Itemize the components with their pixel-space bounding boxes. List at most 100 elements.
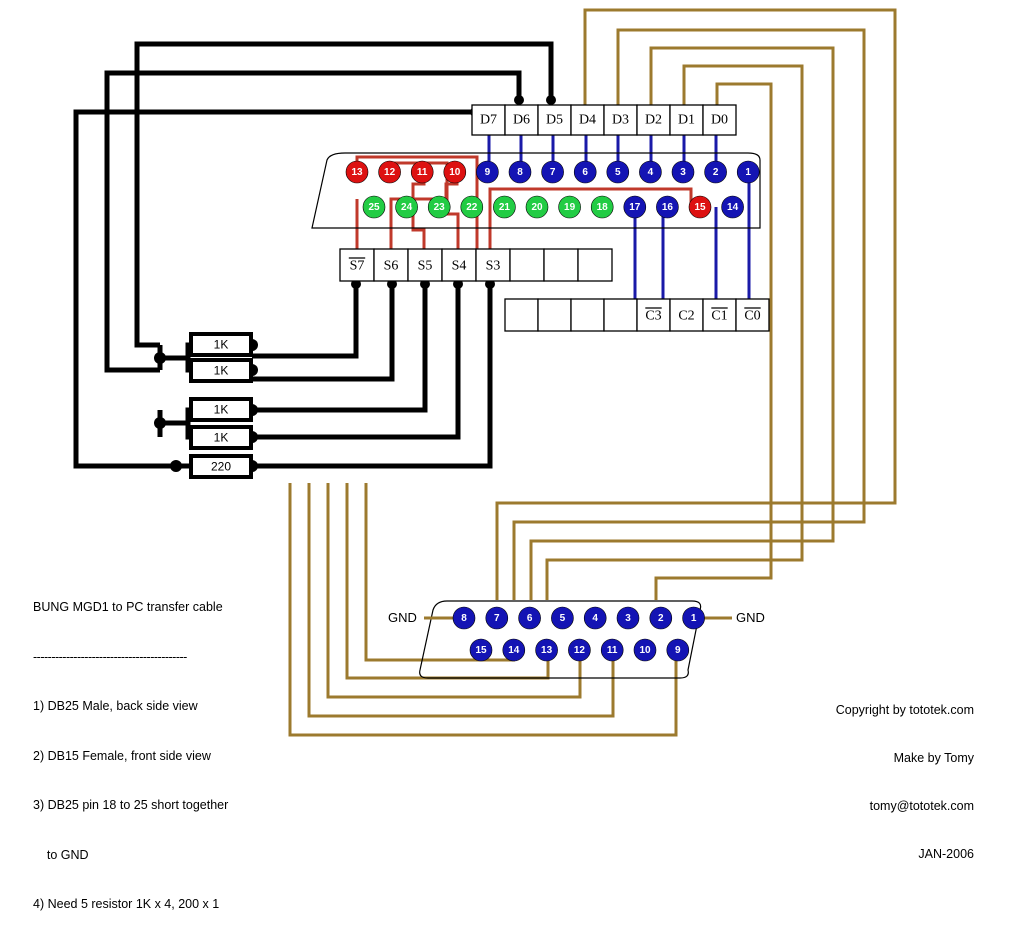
svg-text:D0: D0: [711, 113, 728, 128]
svg-text:12: 12: [574, 645, 586, 656]
svg-text:D4: D4: [579, 113, 596, 128]
legend-line-1: 1) DB25 Male, back side view: [33, 699, 198, 713]
resistor-bodies: [189, 332, 253, 479]
db15-pin-12[interactable]: 12: [568, 638, 591, 662]
db25-pin-3[interactable]: 3: [671, 160, 695, 184]
db25-pin-25[interactable]: 25: [362, 195, 386, 219]
svg-text:S3: S3: [486, 259, 501, 274]
legend-rule: ----------------------------------------…: [33, 649, 187, 664]
db15-pin-3[interactable]: 3: [616, 606, 640, 630]
gnd-label-right: GND: [736, 610, 765, 625]
svg-text:6: 6: [582, 167, 588, 178]
db25-pin-9[interactable]: 9: [476, 160, 499, 184]
d-cell-D0: D0: [711, 113, 728, 128]
svg-text:23: 23: [434, 202, 446, 213]
d-cell-D5: D5: [546, 113, 563, 128]
svg-text:S6: S6: [384, 259, 399, 274]
db25-pin-5[interactable]: 5: [606, 160, 630, 184]
svg-text:1: 1: [691, 613, 697, 624]
db15-shell: [419, 600, 702, 679]
svg-text:D1: D1: [678, 113, 695, 128]
svg-text:1K: 1K: [214, 431, 229, 445]
d-cell-D7: D7: [480, 113, 497, 128]
s-cell-S6: S6: [384, 259, 399, 274]
svg-text:1K: 1K: [214, 338, 229, 352]
svg-text:10: 10: [449, 167, 461, 178]
svg-text:9: 9: [675, 645, 681, 656]
svg-text:1: 1: [745, 167, 751, 178]
copyright-line-4: JAN-2006: [918, 847, 974, 861]
db25-pin-23[interactable]: 23: [427, 195, 451, 219]
d-cell-D1: D1: [678, 113, 695, 128]
svg-text:3: 3: [680, 167, 686, 178]
svg-text:15: 15: [475, 645, 487, 656]
svg-text:C0: C0: [744, 309, 760, 324]
d-cell-D3: D3: [612, 113, 629, 128]
db25-pin-15[interactable]: 15: [688, 195, 712, 219]
svg-text:6: 6: [527, 613, 533, 624]
db25-pin-13[interactable]: 13: [345, 160, 369, 184]
legend-title: BUNG MGD1 to PC transfer cable: [33, 600, 223, 614]
db15-pin-7[interactable]: 7: [485, 606, 509, 630]
svg-text:20: 20: [531, 202, 543, 213]
svg-text:11: 11: [607, 645, 618, 656]
svg-text:21: 21: [499, 202, 511, 213]
db25-pin-2[interactable]: 2: [704, 160, 727, 184]
db15-pin-10[interactable]: 10: [633, 638, 657, 662]
c-cell-C0: C0: [744, 307, 761, 324]
svg-text:7: 7: [550, 167, 556, 178]
svg-text:12: 12: [384, 167, 396, 178]
svg-text:S4: S4: [452, 259, 467, 274]
copyright-block: Copyright by tototek.com Make by Tomy to…: [714, 670, 974, 894]
db25-pin-19[interactable]: 19: [558, 195, 581, 219]
db25-pin-16[interactable]: 16: [656, 195, 679, 219]
db25-pin-10[interactable]: 10: [443, 160, 467, 184]
s-cell-S3: S3: [486, 259, 501, 274]
db25-pin-12[interactable]: 12: [378, 160, 401, 184]
db25-pin-21[interactable]: 21: [493, 195, 516, 219]
db25-pin-4[interactable]: 4: [639, 160, 662, 184]
db15-pin-5[interactable]: 5: [551, 606, 574, 630]
db15-pin-6[interactable]: 6: [518, 606, 541, 630]
db25-pin-20[interactable]: 20: [525, 195, 549, 219]
db15-pin-11[interactable]: 11: [600, 638, 624, 662]
db25-pin-17[interactable]: 17: [623, 195, 647, 219]
db25-pin-6[interactable]: 6: [573, 160, 597, 184]
db15-pin-2[interactable]: 2: [649, 606, 673, 630]
legend-block: BUNG MGD1 to PC transfer cable ---------…: [33, 566, 228, 946]
db15-pin-9[interactable]: 9: [666, 638, 690, 662]
svg-text:220: 220: [211, 460, 231, 474]
db15-pin-14[interactable]: 14: [502, 638, 526, 662]
db25-pin-22[interactable]: 22: [460, 195, 484, 219]
svg-text:25: 25: [368, 202, 380, 213]
svg-text:14: 14: [727, 202, 739, 213]
db25-pin-8[interactable]: 8: [508, 160, 532, 184]
copyright-line-2: Make by Tomy: [893, 751, 974, 765]
svg-text:19: 19: [564, 202, 576, 213]
db25-pin-11[interactable]: 11: [410, 160, 434, 184]
db25-pin-7[interactable]: 7: [541, 160, 564, 184]
db25-pin-24[interactable]: 24: [395, 195, 418, 219]
svg-text:C1: C1: [711, 309, 727, 324]
svg-text:4: 4: [648, 167, 654, 178]
d-cell-D4: D4: [579, 113, 596, 128]
svg-text:C2: C2: [678, 309, 694, 324]
copyright-line-1: Copyright by tototek.com: [835, 703, 974, 717]
s-cell-S4: S4: [452, 259, 467, 274]
svg-text:D6: D6: [513, 113, 530, 128]
db15-pin-8[interactable]: 8: [452, 606, 476, 630]
db15-pin-15[interactable]: 15: [469, 638, 493, 662]
db15-pin-4[interactable]: 4: [583, 606, 607, 630]
d-cell-D2: D2: [645, 113, 662, 128]
c-cell-C3: C3: [645, 307, 662, 324]
db15-pin-13[interactable]: 13: [535, 638, 558, 662]
svg-text:18: 18: [597, 202, 609, 213]
db25-pin-18[interactable]: 18: [590, 195, 614, 219]
svg-text:S5: S5: [418, 259, 433, 274]
db25-pin-1[interactable]: 1: [736, 160, 760, 184]
db15-pin-1[interactable]: 1: [682, 606, 705, 630]
black-wire-layer: [73, 41, 556, 472]
svg-text:7: 7: [494, 613, 500, 624]
db25-pin-14[interactable]: 14: [721, 195, 744, 219]
